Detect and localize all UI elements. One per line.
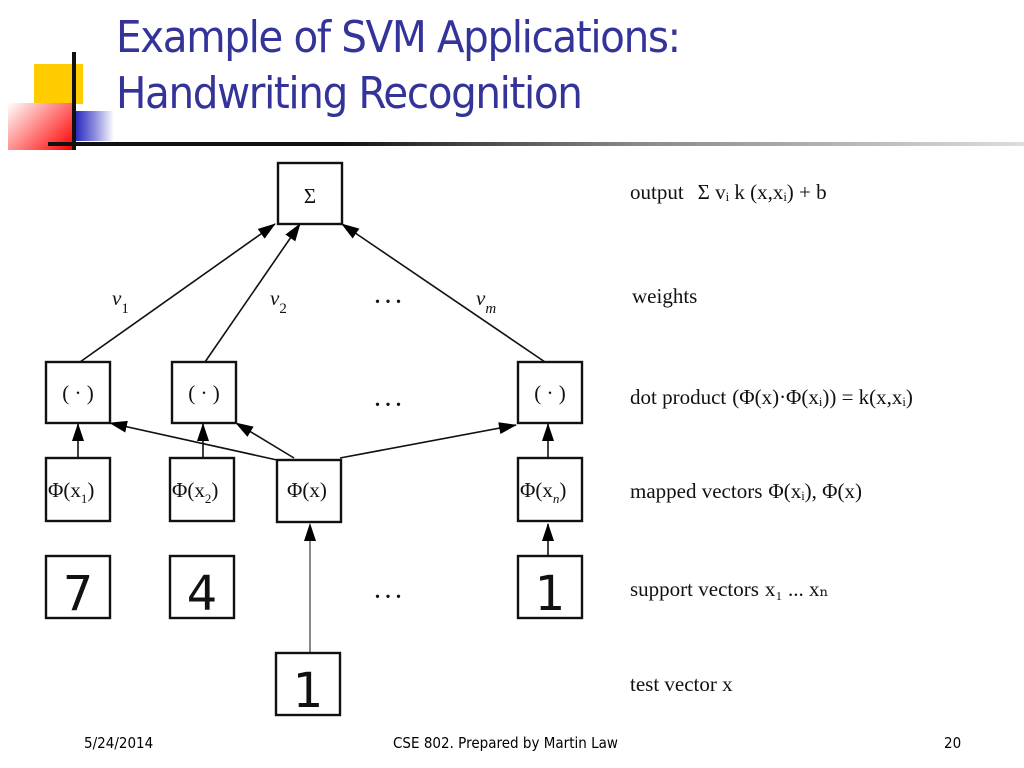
- decor-vertical-line: [72, 52, 76, 150]
- mapped-node-n-label: Φ(xn): [520, 478, 566, 506]
- weight-edge-1: [79, 223, 276, 363]
- edge-phix-dot1: [109, 420, 278, 461]
- support-vector-n: [516, 554, 584, 620]
- support-digit-n: 1: [535, 566, 566, 622]
- mapped-node-n: [516, 456, 584, 523]
- dot-node-1-label: ( · ): [62, 381, 93, 405]
- weight-label-m: vm: [476, 286, 496, 317]
- edge-phix-dotn: [339, 422, 517, 459]
- dot-node-n-label: ( · ): [534, 381, 565, 405]
- mapped-node-1: [44, 456, 112, 523]
- slide-title: Example of SVM Applications: Handwriting…: [116, 10, 681, 122]
- dot-node-1: [44, 360, 112, 425]
- ellipsis-dot: . . .: [375, 387, 401, 411]
- mapped-node-2-label: Φ(x2): [172, 478, 218, 506]
- dot-node-2-label: ( · ): [188, 381, 219, 405]
- support-vector-1: [44, 554, 112, 620]
- footer-date: 5/24/2014: [84, 734, 154, 752]
- mapped-node-1-label: Φ(x1): [48, 478, 94, 506]
- weight-edge-2: [204, 223, 301, 363]
- ellipsis-weights: . . .: [375, 284, 401, 308]
- ellipsis-support: . . .: [375, 579, 401, 603]
- support-digit-2: 4: [187, 566, 218, 622]
- sum-node: [276, 161, 344, 226]
- support-vector-2: [168, 554, 236, 620]
- decor-blue-square: [74, 111, 114, 141]
- mapped-node-x: [275, 458, 343, 524]
- footer-page-number: 20: [944, 734, 962, 752]
- edge-phix-dot2: [235, 422, 295, 459]
- weight-label-1: v1: [112, 286, 129, 317]
- title-line-1: Example of SVM Applications:: [116, 12, 681, 63]
- weight-edge-m: [341, 223, 546, 363]
- footer-center: CSE 802. Prepared by Martin Law: [393, 734, 618, 752]
- test-digit: 1: [293, 663, 324, 719]
- mapped-node-2: [168, 456, 236, 523]
- mapped-node-x-label: Φ(x): [287, 478, 327, 502]
- legend-dot-product: dot product(Φ(x)·Φ(xᵢ)) = k(x,xᵢ): [630, 385, 913, 409]
- title-underline: [48, 142, 1024, 146]
- test-vector-node: [274, 651, 342, 717]
- support-digit-1: 7: [63, 566, 94, 622]
- weight-label-2: v2: [270, 286, 287, 317]
- dot-node-n: [516, 360, 584, 425]
- title-line-2: Handwriting Recognition: [116, 68, 583, 119]
- legend-weights: weights: [632, 284, 697, 308]
- dot-node-2: [170, 360, 238, 425]
- sum-symbol: Σ: [304, 184, 316, 208]
- legend-test: test vector x: [630, 672, 733, 696]
